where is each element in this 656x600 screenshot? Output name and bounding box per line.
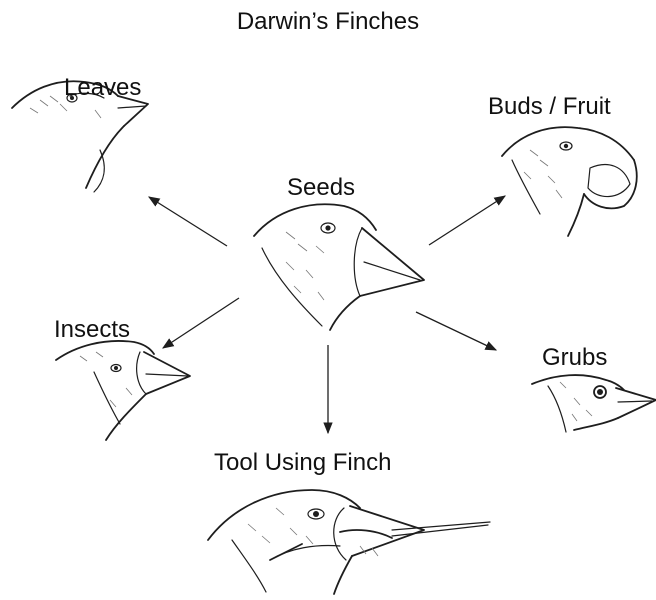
- label-tool-using-finch: Tool Using Finch: [214, 451, 391, 475]
- arrow-to-buds-fruit: [429, 196, 505, 245]
- label-seeds: Seeds: [287, 176, 355, 200]
- diagram-title: Darwin’s Finches: [0, 10, 656, 34]
- grubs-finch-drawing: [532, 375, 656, 432]
- label-insects: Insects: [54, 318, 130, 342]
- buds-fruit-finch-drawing: [502, 127, 637, 236]
- label-grubs: Grubs: [542, 346, 607, 370]
- arrow-to-leaves: [149, 197, 227, 246]
- label-buds-fruit: Buds / Fruit: [488, 95, 611, 119]
- label-leaves: Leaves: [64, 76, 141, 100]
- seeds-finch-drawing: [254, 204, 424, 330]
- tool-using-finch-drawing: [208, 490, 490, 594]
- insects-finch-drawing: [56, 341, 190, 440]
- arrow-to-grubs: [416, 312, 496, 350]
- arrow-to-insects: [163, 298, 239, 348]
